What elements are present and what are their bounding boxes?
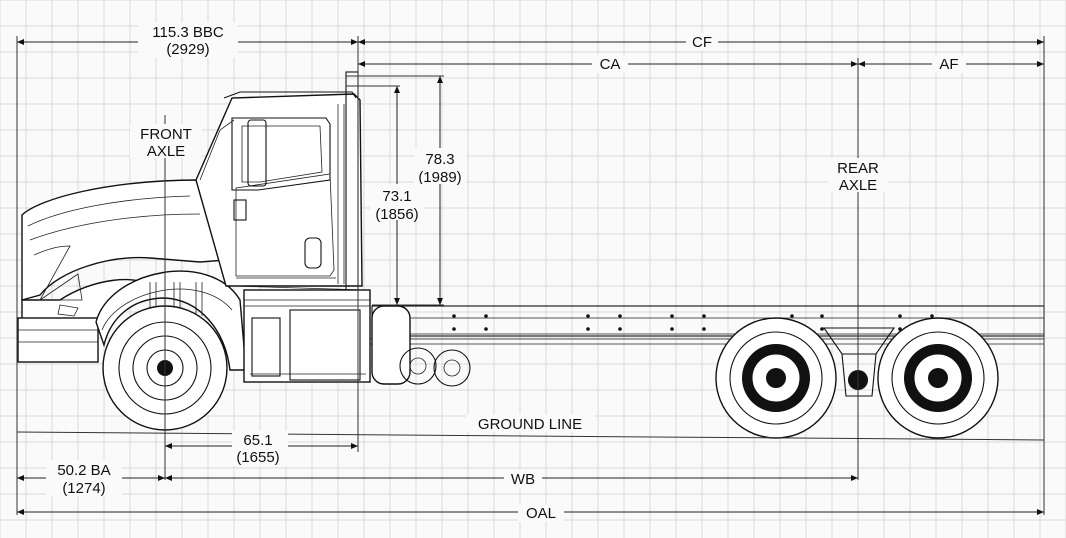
air-tanks <box>399 347 471 387</box>
cab-height-73-metric-label: (1856) <box>375 206 418 223</box>
dimension-labels: 115.3 BBC (2929) CF CA AF 78.3 (1989) 73… <box>46 22 966 522</box>
front-axle-label-line1: FRONT <box>140 126 192 143</box>
front-axle-label-line2: AXLE <box>147 143 185 160</box>
ca-label: CA <box>600 56 621 73</box>
cf-label: CF <box>692 34 712 51</box>
wb-label: WB <box>511 471 535 488</box>
rear-wheel-aft <box>877 317 999 439</box>
bbc-metric-label: (2929) <box>166 41 209 58</box>
front-fender <box>95 270 247 371</box>
rear-axle-label-line2: AXLE <box>839 177 877 194</box>
rear-axle-label-line1: REAR <box>837 160 879 177</box>
fuel-tank <box>243 289 411 385</box>
cab-height-78-metric-label: (1989) <box>418 169 461 186</box>
ground-line-label: GROUND LINE <box>478 416 582 433</box>
axle-to-cab-label: 65.1 <box>243 432 272 449</box>
cab-height-78-label: 78.3 <box>425 151 454 168</box>
cab <box>195 71 367 313</box>
rear-wheel-forward <box>715 317 837 439</box>
bbc-label: 115.3 BBC <box>152 24 224 41</box>
ba-metric-label: (1274) <box>62 480 105 497</box>
cab-height-73-label: 73.1 <box>382 188 411 205</box>
axle-to-cab-metric-label: (1655) <box>236 449 279 466</box>
ground-line <box>16 431 1045 441</box>
af-label: AF <box>939 56 958 73</box>
oal-label: OAL <box>526 505 556 522</box>
ba-label: 50.2 BA <box>57 462 110 479</box>
